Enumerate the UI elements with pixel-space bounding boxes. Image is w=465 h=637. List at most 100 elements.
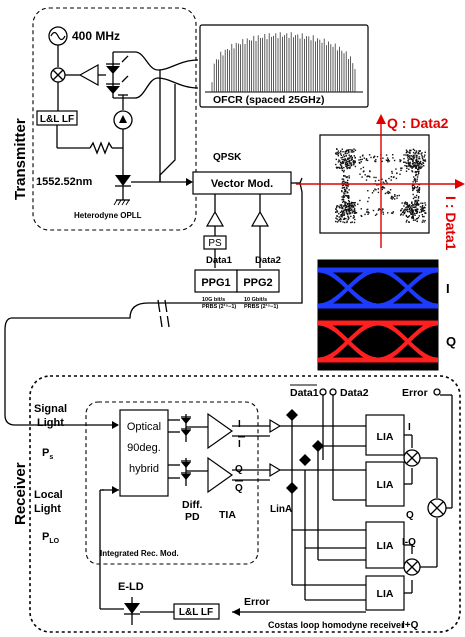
constellation-sample	[423, 165, 425, 167]
constellation-sample	[344, 162, 347, 164]
constellation-sample	[349, 211, 351, 214]
constellation-sample	[339, 163, 342, 165]
integrated-module-boundary	[85, 401, 259, 565]
constellation-sample	[377, 209, 380, 211]
constellation-sample	[412, 216, 414, 219]
constellation-sample	[345, 211, 347, 213]
constellation-sample	[400, 159, 402, 162]
constellation-sample	[414, 180, 416, 182]
eye-trace	[318, 320, 439, 359]
eye-trace	[318, 321, 439, 360]
constellation-sample	[413, 179, 415, 181]
constellation-sample	[341, 148, 343, 150]
constellation-sample	[347, 208, 349, 210]
constellation-sample	[411, 157, 413, 160]
coupler-upper	[134, 51, 159, 71]
tia-label: TIA	[219, 509, 236, 521]
eye-trace	[318, 323, 439, 362]
constellation-sample	[360, 161, 362, 163]
constellation-sample	[385, 180, 387, 183]
constellation-sample	[412, 217, 415, 220]
constellation-sample	[414, 171, 416, 173]
constellation-sample	[401, 208, 403, 210]
lia-4-label: LIA	[377, 588, 394, 600]
constellation-sample	[341, 210, 343, 212]
constellation-sample	[389, 189, 392, 191]
constellation-sample	[340, 151, 342, 153]
constellation-sample	[394, 194, 396, 196]
constellation-sample	[417, 203, 419, 206]
constellation-sample	[340, 154, 343, 156]
constellation-sample	[353, 202, 355, 204]
constellation-sample	[415, 159, 418, 161]
constellation-sample	[416, 217, 418, 220]
constellation-sample	[340, 204, 343, 206]
constellation-sample	[337, 153, 340, 155]
constellation-sample	[416, 200, 418, 203]
constellation-sample	[340, 157, 342, 159]
constellation-sample	[382, 187, 384, 189]
constellation-sample	[348, 167, 351, 169]
constellation-sample	[400, 213, 402, 215]
photodiode-pair-icon	[106, 51, 135, 99]
constellation-sample	[408, 210, 411, 212]
constellation-sample	[396, 195, 398, 197]
constellation-sample	[419, 165, 421, 167]
constellation-sample	[336, 151, 338, 154]
ppg2-spec-rate: 10 Gbit/s	[244, 297, 267, 303]
constellation-sample	[418, 172, 420, 174]
constellation-sample	[347, 196, 349, 199]
constellation-sample	[409, 156, 411, 159]
constellation-sample	[421, 209, 423, 211]
constellation-sample	[406, 154, 409, 157]
constellation-sample	[424, 154, 426, 156]
constellation-sample	[409, 166, 412, 168]
constellation-sample	[341, 160, 344, 163]
constellation-sample	[385, 179, 387, 182]
constellation-sample	[342, 205, 344, 207]
constellation-sample	[376, 213, 378, 215]
constellation-sample	[392, 212, 394, 214]
constellation-sample	[403, 209, 405, 211]
constellation-sample	[412, 156, 414, 158]
constellation-sample	[415, 166, 417, 169]
constellation-sample	[417, 153, 419, 155]
constellation-sample	[346, 163, 348, 166]
diff-pd-label-1: Diff.	[182, 499, 202, 511]
constellation-sample	[424, 219, 426, 222]
constellation-sample	[363, 157, 365, 159]
constellation-sample	[341, 162, 343, 165]
constellation-sample	[353, 203, 356, 206]
constellation-sample	[408, 208, 410, 210]
constellation-sample	[414, 204, 416, 206]
constellation-sample	[405, 149, 408, 151]
constellation-sample	[405, 206, 407, 209]
constellation-sample	[407, 216, 409, 218]
rx-data2-label: Data2	[340, 387, 369, 399]
constellation-sample	[411, 201, 413, 203]
constellation-sample	[412, 206, 414, 208]
constellation-sample	[341, 207, 343, 210]
constellation-sample	[347, 161, 349, 163]
constellation-sample	[417, 202, 419, 205]
q-axis-arrow-icon	[376, 114, 386, 124]
constellation-sample	[392, 197, 394, 199]
constellation-sample	[341, 161, 344, 164]
signal-light-label-2: Light	[37, 417, 64, 429]
constellation-sample	[354, 212, 357, 214]
constellation-sample	[408, 155, 411, 157]
constellation-sample	[406, 202, 408, 204]
constellation-sample	[370, 156, 372, 159]
plo-symbol: PLO	[42, 531, 60, 545]
costas-receiver-label: Costas loop homodyne receiver	[268, 620, 405, 630]
constellation-sample	[386, 157, 389, 159]
constellation-sample	[404, 201, 407, 203]
constellation-sample	[368, 212, 370, 214]
constellation-sample	[423, 209, 426, 212]
constellation-sample	[407, 165, 409, 167]
constellation-sample	[405, 162, 408, 164]
constellation-sample	[393, 176, 395, 178]
constellation-sample	[414, 162, 416, 164]
constellation-sample	[412, 193, 414, 196]
constellation-sample	[364, 174, 366, 176]
